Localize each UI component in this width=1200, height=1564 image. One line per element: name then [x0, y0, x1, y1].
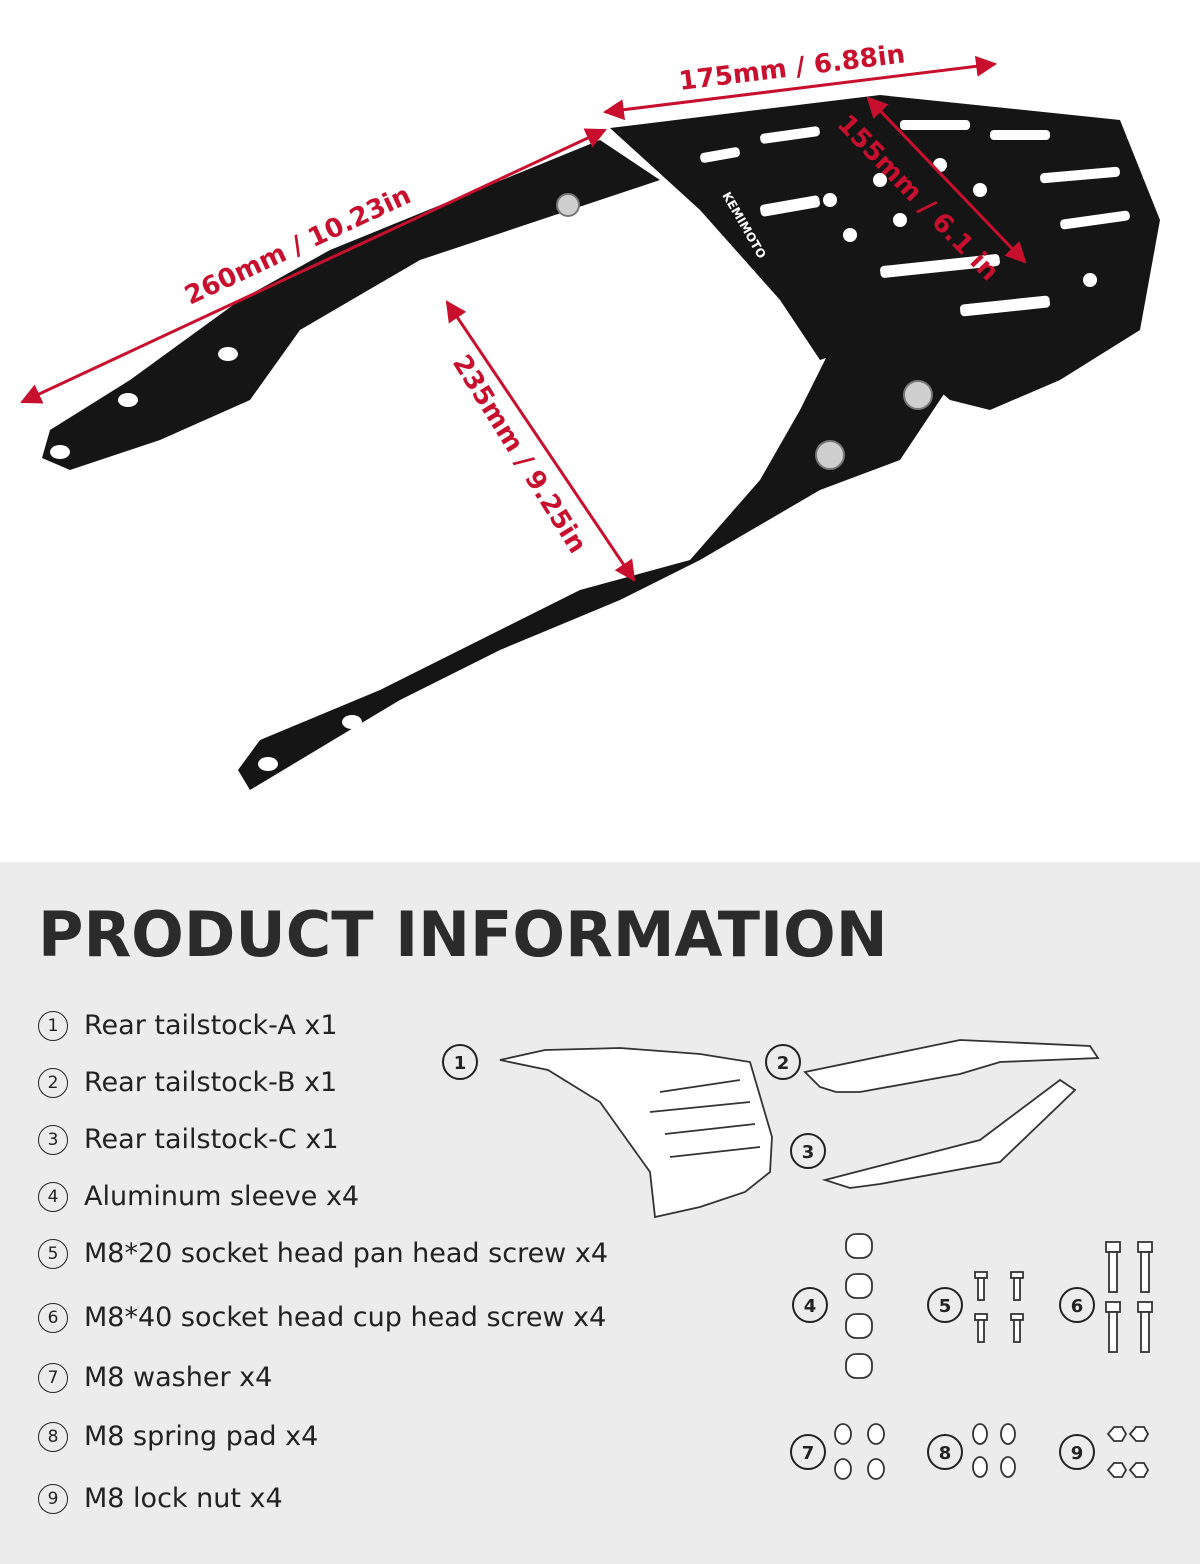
part-tailstock-b: [803, 1039, 1100, 1093]
callout-8: [927, 1434, 963, 1470]
dim-line-span: [445, 300, 636, 582]
dim-line-width: [602, 55, 998, 121]
part-tailstock-c: [821, 1078, 1077, 1189]
callout-7: [790, 1434, 826, 1470]
item-number: 9: [38, 1483, 68, 1514]
item-number: 2: [38, 1067, 68, 1098]
item-label: Rear tailstock-C x1: [84, 1124, 339, 1155]
callout-label: 3: [802, 1142, 815, 1163]
luggage-rack-illustration: KEMIMOTO 175mm / 6.88in 260mm / 10.23in …: [20, 39, 1160, 790]
callout-4: [792, 1287, 828, 1323]
dim-line-length: [20, 128, 607, 404]
callout-3: [790, 1133, 826, 1169]
list-item: 5 M8*20 socket head pan head screw x4: [38, 1238, 608, 1269]
item-label: Aluminum sleeve x4: [84, 1181, 360, 1212]
callout-9: [1059, 1434, 1095, 1470]
callout-2: [765, 1044, 801, 1080]
list-item: 6 M8*40 socket head cup head screw x4: [38, 1302, 606, 1333]
callout-label: 8: [939, 1443, 952, 1464]
part-pan-head-screw: [974, 1271, 1024, 1343]
item-label: M8 washer x4: [84, 1362, 273, 1393]
list-item: 3 Rear tailstock-C x1: [38, 1124, 339, 1155]
callout-label: 7: [802, 1443, 815, 1464]
rack-right-arm: [238, 320, 960, 790]
item-number: 8: [38, 1421, 68, 1452]
item-label: M8 lock nut x4: [84, 1483, 283, 1514]
rack-left-arm: [42, 140, 660, 470]
list-item: 7 M8 washer x4: [38, 1362, 272, 1393]
list-item: 9 M8 lock nut x4: [38, 1483, 283, 1514]
part-spring-pad: [972, 1423, 1016, 1478]
callout-label: 5: [939, 1296, 952, 1317]
item-label: M8*20 socket head pan head screw x4: [84, 1238, 609, 1269]
item-number: 1: [38, 1010, 68, 1041]
page-title: PRODUCT INFORMATION: [38, 898, 888, 971]
list-item: 2 Rear tailstock-B x1: [38, 1067, 337, 1098]
callout-label: 2: [777, 1053, 790, 1074]
callout-label: 6: [1071, 1296, 1084, 1317]
list-item: 4 Aluminum sleeve x4: [38, 1181, 359, 1212]
item-label: M8*40 socket head cup head screw x4: [84, 1302, 607, 1333]
callout-label: 1: [454, 1053, 467, 1074]
callout-label: 9: [1071, 1443, 1084, 1464]
item-label: Rear tailstock-A x1: [84, 1010, 338, 1041]
part-aluminum-sleeve: [845, 1233, 873, 1379]
item-label: Rear tailstock-B x1: [84, 1067, 338, 1098]
item-number: 4: [38, 1181, 68, 1212]
product-photo-area: KEMIMOTO 175mm / 6.88in 260mm / 10.23in …: [20, 39, 1160, 790]
part-washer: [834, 1423, 885, 1480]
item-number: 6: [38, 1302, 68, 1333]
callout-label: 4: [804, 1296, 817, 1317]
callout-1: [442, 1044, 478, 1080]
callout-5: [927, 1287, 963, 1323]
item-number: 5: [38, 1238, 68, 1269]
dim-line-depth: [866, 96, 1027, 264]
part-cup-head-screw: [1105, 1241, 1153, 1353]
dim-label-span: 235mm / 9.25in: [446, 350, 592, 559]
part-lock-nut: [1106, 1426, 1150, 1478]
product-information-panel: PRODUCT INFORMATION 1 Rear tailstock-A x1…: [0, 862, 1200, 1564]
part-tailstock-a: [499, 1047, 773, 1219]
callout-6: [1059, 1287, 1095, 1323]
list-item: 1 Rear tailstock-A x1: [38, 1010, 338, 1041]
item-label: M8 spring pad x4: [84, 1421, 319, 1452]
item-number: 3: [38, 1124, 68, 1155]
list-item: 8 M8 spring pad x4: [38, 1421, 318, 1452]
item-number: 7: [38, 1362, 68, 1393]
